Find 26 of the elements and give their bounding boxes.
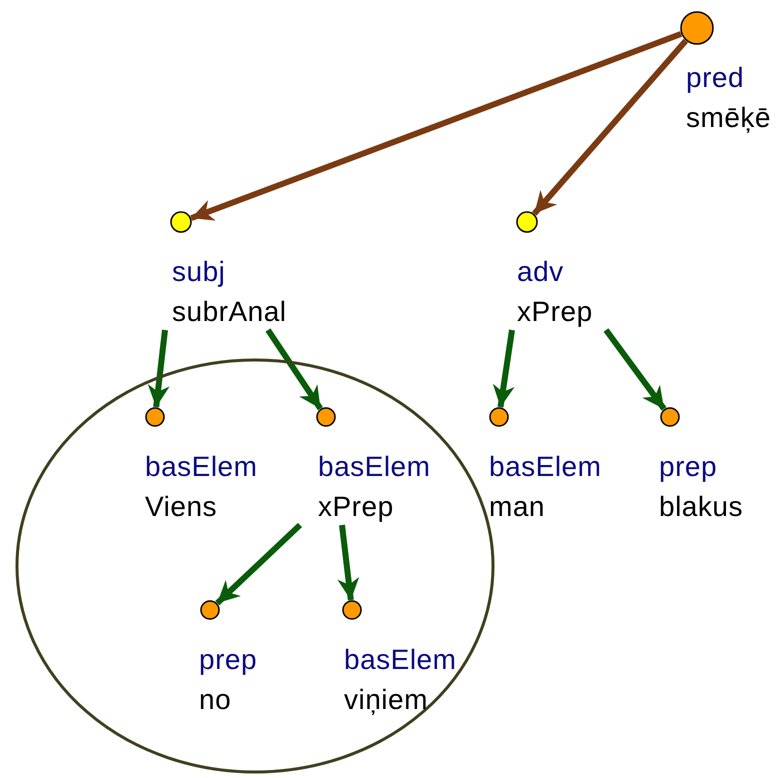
relation-label: adv xyxy=(517,255,564,289)
word-label: man xyxy=(489,490,545,524)
word-label: Viens xyxy=(145,490,218,524)
word-label: subrAnal xyxy=(172,295,287,329)
relation-label: pred xyxy=(686,61,744,95)
arrow xyxy=(266,328,323,410)
relation-label: basElem xyxy=(145,450,258,484)
word-label: no xyxy=(199,683,232,717)
relation-label: basElem xyxy=(318,450,430,484)
arrow xyxy=(492,330,515,408)
arrow xyxy=(337,524,360,600)
word-label: xPrep xyxy=(318,490,394,524)
relation-label: prep xyxy=(199,643,258,677)
arrow xyxy=(190,31,682,221)
word-label: blakus xyxy=(659,490,743,524)
relation-label: prep xyxy=(659,450,718,484)
relation-label: basElem xyxy=(489,450,602,484)
relation-label: basElem xyxy=(344,643,456,677)
word-label: smēķē xyxy=(686,101,771,135)
word-label: xPrep xyxy=(517,295,593,329)
arrow xyxy=(148,330,170,408)
arrow xyxy=(532,38,688,216)
arrow xyxy=(604,328,666,411)
arrow xyxy=(215,522,302,606)
word-label: viņiem xyxy=(344,683,428,717)
relation-label: subj xyxy=(172,255,226,289)
